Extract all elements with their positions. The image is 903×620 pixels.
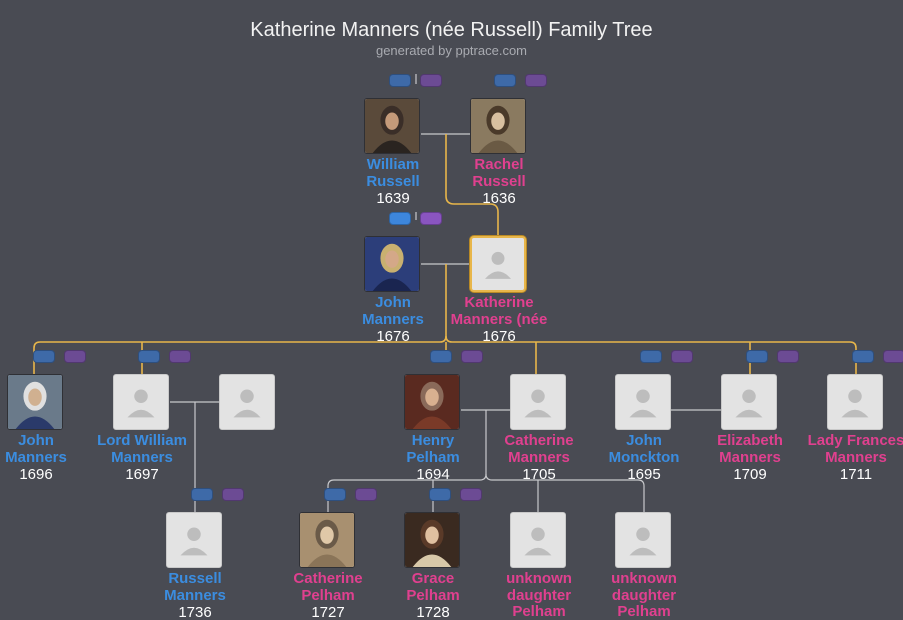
person-name[interactable]: Catherine Pelham — [293, 571, 363, 604]
portrait-photo[interactable] — [470, 98, 526, 154]
person-placeholder-icon[interactable] — [510, 374, 566, 430]
expand-children-button[interactable] — [461, 350, 483, 363]
expand-parents-button[interactable] — [138, 350, 160, 363]
birth-year: 1696 — [19, 466, 53, 483]
birth-year: 1727 — [311, 604, 345, 620]
expand-parents-button[interactable] — [389, 212, 411, 225]
expand-parents-button[interactable] — [389, 74, 411, 87]
expand-children-button[interactable] — [355, 488, 377, 501]
person-name[interactable]: Elizabeth Manners — [717, 433, 783, 466]
birth-year: 1695 — [627, 466, 661, 483]
expand-parents-button[interactable] — [324, 488, 346, 501]
person-name[interactable]: Lady Frances Manners — [807, 433, 903, 466]
birth-year: 1636 — [482, 190, 516, 207]
expand-children-button[interactable] — [883, 350, 903, 363]
person-name[interactable]: Grace Pelham — [406, 571, 460, 604]
person-placeholder-icon[interactable] — [166, 512, 222, 568]
connector-line — [485, 473, 645, 512]
expand-parents-button[interactable] — [746, 350, 768, 363]
person-name[interactable]: John Manners — [362, 295, 424, 328]
expand-children-button[interactable] — [420, 212, 442, 225]
person-name[interactable]: Henry Pelham — [406, 433, 460, 466]
person-name[interactable]: William Russell — [366, 157, 420, 190]
expand-children-button[interactable] — [420, 74, 442, 87]
portrait-photo[interactable] — [299, 512, 355, 568]
person-placeholder-icon[interactable] — [219, 374, 275, 430]
person-placeholder-icon[interactable] — [721, 374, 777, 430]
expand-parents-button[interactable] — [191, 488, 213, 501]
expand-children-button[interactable] — [671, 350, 693, 363]
birth-year: 1711 — [839, 466, 873, 483]
person-name[interactable]: unknown daughter Pelham — [611, 571, 677, 620]
descendant-line — [445, 335, 857, 374]
person-name[interactable]: Russell Manners — [164, 571, 226, 604]
person-placeholder-icon[interactable] — [827, 374, 883, 430]
birth-year: 1697 — [125, 466, 159, 483]
page-title: Katherine Manners (née Russell) Family T… — [250, 19, 653, 41]
birth-year: 1728 — [416, 604, 450, 620]
person-placeholder-icon[interactable] — [615, 374, 671, 430]
expand-parents-button[interactable] — [852, 350, 874, 363]
portrait-photo[interactable] — [364, 236, 420, 292]
expand-parents-button[interactable] — [33, 350, 55, 363]
portrait-photo[interactable] — [404, 374, 460, 430]
birth-year: 1709 — [733, 466, 767, 483]
expand-parents-button[interactable] — [640, 350, 662, 363]
expand-children-button[interactable] — [460, 488, 482, 501]
expand-children-button[interactable] — [222, 488, 244, 501]
birth-year: 1736 — [178, 604, 212, 620]
portrait-photo[interactable] — [364, 98, 420, 154]
expand-children-button[interactable] — [777, 350, 799, 363]
connector-line — [327, 410, 487, 512]
expand-parents-button[interactable] — [429, 488, 451, 501]
person-placeholder-icon[interactable] — [470, 236, 526, 292]
person-placeholder-icon[interactable] — [113, 374, 169, 430]
expand-children-button[interactable] — [169, 350, 191, 363]
person-placeholder-icon[interactable] — [510, 512, 566, 568]
person-name[interactable]: Lord William Manners — [97, 433, 187, 466]
birth-year: 1705 — [522, 466, 556, 483]
expand-children-button[interactable] — [525, 74, 547, 87]
expand-parents-button[interactable] — [494, 74, 516, 87]
person-name[interactable]: John Monckton — [608, 433, 680, 466]
person-name[interactable]: unknown daughter Pelham — [506, 571, 572, 620]
person-name[interactable]: Katherine Manners (née — [450, 295, 548, 328]
person-placeholder-icon[interactable] — [615, 512, 671, 568]
birth-year: 1676 — [376, 328, 410, 345]
birth-year: 1694 — [416, 466, 450, 483]
person-name[interactable]: Rachel Russell — [472, 157, 526, 190]
person-name[interactable] — [198, 433, 298, 450]
page-subtitle: generated by pptrace.com — [375, 43, 528, 58]
person-name[interactable]: John Manners — [5, 433, 67, 466]
birth-year: 1639 — [376, 190, 410, 207]
expand-children-button[interactable] — [64, 350, 86, 363]
ancestor-line — [445, 134, 499, 236]
person-name[interactable]: Catherine Manners — [504, 433, 574, 466]
portrait-photo[interactable] — [404, 512, 460, 568]
portrait-photo[interactable] — [7, 374, 63, 430]
expand-parents-button[interactable] — [430, 350, 452, 363]
birth-year: 1676 — [482, 328, 516, 345]
